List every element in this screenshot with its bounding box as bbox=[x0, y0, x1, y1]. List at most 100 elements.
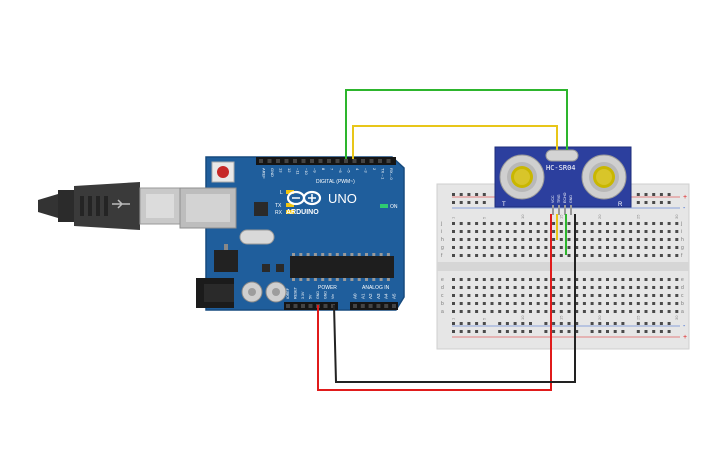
digital-header-hole[interactable] bbox=[378, 159, 382, 163]
breadboard-hole[interactable] bbox=[636, 278, 640, 281]
breadboard-hole[interactable] bbox=[567, 294, 571, 297]
breadboard-hole[interactable] bbox=[459, 238, 463, 241]
breadboard-hole[interactable] bbox=[544, 310, 548, 313]
rail-hole[interactable] bbox=[482, 322, 486, 325]
breadboard-hole[interactable] bbox=[636, 294, 640, 297]
breadboard-hole[interactable] bbox=[590, 238, 594, 241]
breadboard-hole[interactable] bbox=[582, 286, 586, 289]
breadboard-hole[interactable] bbox=[452, 310, 455, 313]
breadboard-hole[interactable] bbox=[544, 278, 548, 281]
breadboard-hole[interactable] bbox=[636, 222, 640, 225]
breadboard-hole[interactable] bbox=[552, 246, 556, 249]
breadboard-hole[interactable] bbox=[606, 278, 609, 281]
breadboard-hole[interactable] bbox=[498, 222, 502, 225]
breadboard-hole[interactable] bbox=[544, 302, 548, 305]
breadboard-hole[interactable] bbox=[567, 278, 571, 281]
digital-header-hole[interactable] bbox=[386, 159, 391, 163]
breadboard-hole[interactable] bbox=[598, 278, 602, 281]
power-header-hole[interactable] bbox=[293, 304, 298, 308]
breadboard-hole[interactable] bbox=[529, 286, 532, 289]
breadboard-hole[interactable] bbox=[606, 238, 609, 241]
breadboard-hole[interactable] bbox=[582, 246, 586, 249]
rail-hole[interactable] bbox=[467, 193, 471, 196]
breadboard-hole[interactable] bbox=[567, 222, 571, 225]
breadboard-hole[interactable] bbox=[544, 222, 548, 225]
breadboard-hole[interactable] bbox=[544, 254, 548, 257]
breadboard-hole[interactable] bbox=[659, 294, 663, 297]
rail-hole[interactable] bbox=[482, 201, 486, 204]
breadboard-hole[interactable] bbox=[482, 310, 486, 313]
rail-hole[interactable] bbox=[575, 330, 579, 333]
breadboard-hole[interactable] bbox=[498, 278, 502, 281]
breadboard-hole[interactable] bbox=[475, 246, 479, 249]
breadboard-hole[interactable] bbox=[452, 286, 455, 289]
breadboard-hole[interactable] bbox=[644, 302, 648, 305]
rail-hole[interactable] bbox=[659, 330, 663, 333]
digital-header-hole[interactable] bbox=[344, 159, 348, 163]
rail-hole[interactable] bbox=[606, 322, 609, 325]
rail-hole[interactable] bbox=[452, 322, 455, 325]
sensor-pins[interactable] bbox=[552, 205, 572, 215]
rail-hole[interactable] bbox=[652, 193, 656, 196]
breadboard-hole[interactable] bbox=[636, 302, 640, 305]
rail-hole[interactable] bbox=[559, 322, 563, 325]
breadboard-hole[interactable] bbox=[475, 238, 479, 241]
analog-header-hole[interactable] bbox=[376, 304, 381, 308]
breadboard-hole[interactable] bbox=[490, 294, 494, 297]
breadboard-hole[interactable] bbox=[629, 222, 633, 225]
breadboard-hole[interactable] bbox=[675, 222, 679, 225]
breadboard-hole[interactable] bbox=[498, 310, 502, 313]
breadboard-hole[interactable] bbox=[513, 278, 517, 281]
breadboard-hole[interactable] bbox=[652, 254, 656, 257]
digital-header-hole[interactable] bbox=[301, 159, 306, 163]
breadboard-hole[interactable] bbox=[459, 310, 463, 313]
breadboard-hole[interactable] bbox=[659, 254, 663, 257]
breadboard-hole[interactable] bbox=[667, 254, 671, 257]
rail-hole[interactable] bbox=[529, 322, 532, 325]
breadboard-hole[interactable] bbox=[467, 222, 471, 225]
breadboard-hole[interactable] bbox=[529, 222, 532, 225]
rail-hole[interactable] bbox=[459, 201, 463, 204]
breadboard-hole[interactable] bbox=[467, 294, 471, 297]
rail-hole[interactable] bbox=[498, 322, 502, 325]
rail-hole[interactable] bbox=[552, 330, 556, 333]
breadboard-hole[interactable] bbox=[544, 238, 548, 241]
breadboard-hole[interactable] bbox=[513, 246, 517, 249]
breadboard-hole[interactable] bbox=[652, 302, 656, 305]
breadboard-hole[interactable] bbox=[621, 254, 625, 257]
rail-hole[interactable] bbox=[644, 193, 648, 196]
rail-hole[interactable] bbox=[567, 322, 571, 325]
breadboard-hole[interactable] bbox=[459, 302, 463, 305]
breadboard-hole[interactable] bbox=[636, 310, 640, 313]
breadboard-hole[interactable] bbox=[490, 278, 494, 281]
breadboard-hole[interactable] bbox=[536, 238, 540, 241]
breadboard-hole[interactable] bbox=[667, 278, 671, 281]
breadboard-hole[interactable] bbox=[513, 302, 517, 305]
breadboard-hole[interactable] bbox=[482, 286, 486, 289]
digital-header-hole[interactable] bbox=[293, 159, 297, 163]
breadboard-hole[interactable] bbox=[598, 222, 602, 225]
breadboard-hole[interactable] bbox=[582, 310, 586, 313]
breadboard-hole[interactable] bbox=[521, 302, 525, 305]
breadboard-hole[interactable] bbox=[629, 254, 633, 257]
breadboard-hole[interactable] bbox=[529, 246, 532, 249]
breadboard-hole[interactable] bbox=[544, 230, 548, 233]
rail-hole[interactable] bbox=[505, 330, 509, 333]
rail-hole[interactable] bbox=[636, 322, 640, 325]
digital-header-hole[interactable] bbox=[276, 159, 280, 163]
breadboard-hole[interactable] bbox=[521, 246, 525, 249]
breadboard-hole[interactable] bbox=[559, 286, 563, 289]
rail-hole[interactable] bbox=[636, 330, 640, 333]
digital-header-hole[interactable] bbox=[352, 159, 357, 163]
breadboard-hole[interactable] bbox=[505, 230, 509, 233]
breadboard-hole[interactable] bbox=[467, 254, 471, 257]
breadboard-hole[interactable] bbox=[529, 278, 532, 281]
rail-hole[interactable] bbox=[552, 322, 556, 325]
breadboard-hole[interactable] bbox=[590, 286, 594, 289]
breadboard-hole[interactable] bbox=[452, 246, 455, 249]
breadboard-hole[interactable] bbox=[529, 238, 532, 241]
digital-header-hole[interactable] bbox=[369, 159, 374, 163]
power-header-hole[interactable] bbox=[323, 304, 328, 308]
breadboard-hole[interactable] bbox=[513, 238, 517, 241]
